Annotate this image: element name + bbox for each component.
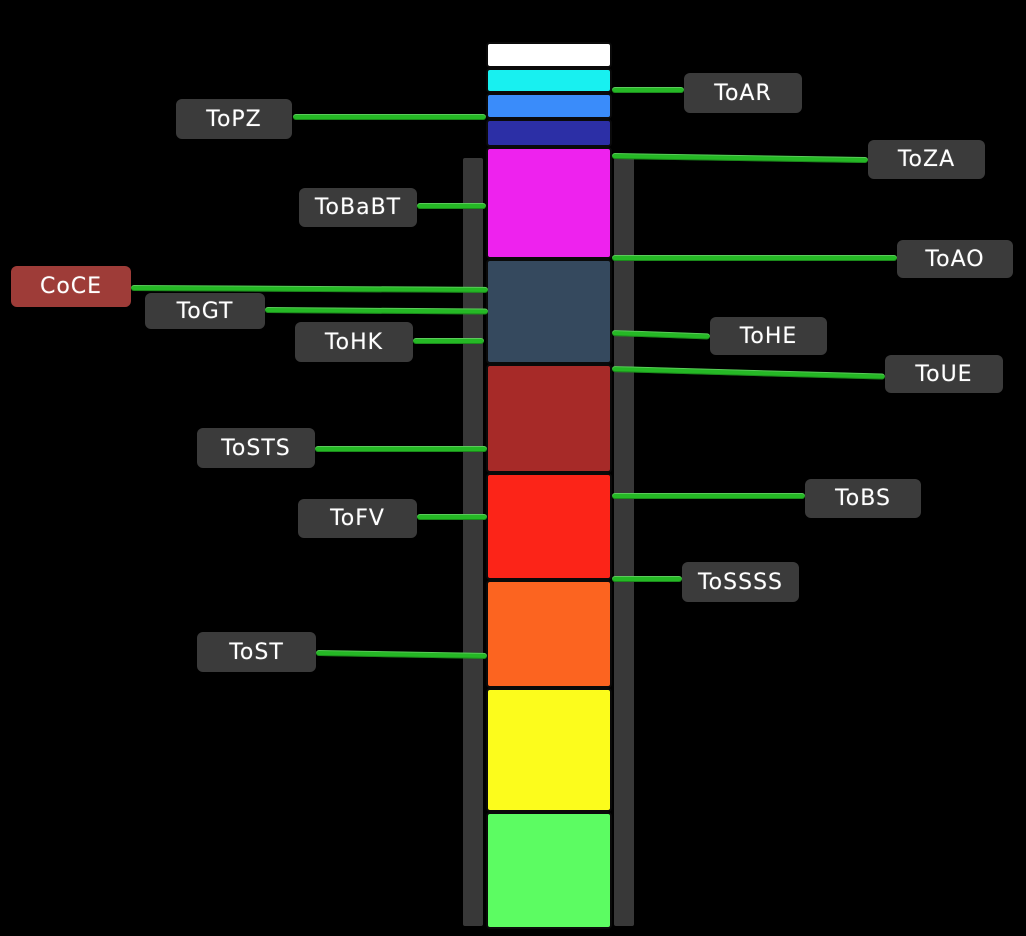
segment-red (486, 473, 612, 580)
callout-tossss-label: ToSSSS (697, 569, 784, 595)
callout-topz-label: ToPZ (206, 106, 262, 132)
segment-navy (486, 119, 612, 147)
connector-tohk-line (413, 338, 484, 344)
callout-toza: ToZA (868, 140, 985, 179)
callout-tofv-label: ToFV (330, 506, 385, 531)
segment-white (486, 42, 612, 68)
segment-slate (486, 259, 612, 364)
callout-toue-label: ToUE (915, 361, 973, 387)
callout-tobs-label: ToBS (835, 486, 891, 511)
callout-coce: CoCE (11, 266, 131, 307)
callout-topz: ToPZ (176, 99, 292, 139)
callout-tobabt-label: ToBaBT (314, 195, 402, 220)
callout-tohe-label: ToHE (739, 323, 798, 349)
callout-tosts: ToSTS (197, 428, 315, 468)
connector-tost-line (315, 650, 488, 659)
segment-blue (486, 93, 612, 119)
connector-tosts-line (315, 446, 487, 452)
connector-toao-line (612, 255, 897, 261)
connector-toza-line (611, 153, 869, 164)
callout-toza-label: ToZA (897, 147, 956, 172)
segment-dark-red (486, 364, 612, 473)
connector-tossss-line (612, 576, 682, 582)
callout-tost: ToST (197, 632, 316, 672)
segment-magenta (486, 147, 612, 259)
segment-orange (486, 580, 612, 688)
callout-toar: ToAR (684, 73, 802, 113)
callout-tohk: ToHK (295, 322, 413, 362)
connector-togt-line (264, 307, 489, 315)
connector-toar-line (612, 87, 684, 93)
callout-togt: ToGT (145, 293, 265, 329)
connector-coce-line (130, 285, 489, 293)
callout-toao: ToAO (897, 240, 1013, 278)
callout-tohk-label: ToHK (324, 329, 384, 355)
callout-tossss: ToSSSS (682, 562, 799, 602)
callout-tofv: ToFV (298, 499, 417, 538)
left-rail (463, 158, 483, 926)
connector-toue-line (611, 366, 885, 380)
segment-yellow (486, 688, 612, 812)
callout-tobabt: ToBaBT (299, 188, 417, 227)
connector-tobabt-line (417, 203, 486, 209)
callout-toao-label: ToAO (925, 246, 985, 272)
callout-togt-label: ToGT (176, 298, 234, 324)
connector-tobs-line (612, 493, 805, 499)
callout-tobs: ToBS (805, 479, 921, 518)
segment-green (486, 812, 612, 929)
right-rail (614, 158, 634, 926)
connector-tofv-line (417, 514, 487, 520)
callout-toue: ToUE (885, 355, 1003, 393)
callout-coce-label: CoCE (39, 274, 103, 299)
callout-tost-label: ToST (229, 639, 284, 665)
connector-topz-line (293, 114, 486, 120)
callout-tohe: ToHE (710, 317, 827, 355)
callout-toar-label: ToAR (714, 80, 772, 106)
callout-tosts-label: ToSTS (221, 435, 291, 461)
segment-cyan (486, 68, 612, 93)
